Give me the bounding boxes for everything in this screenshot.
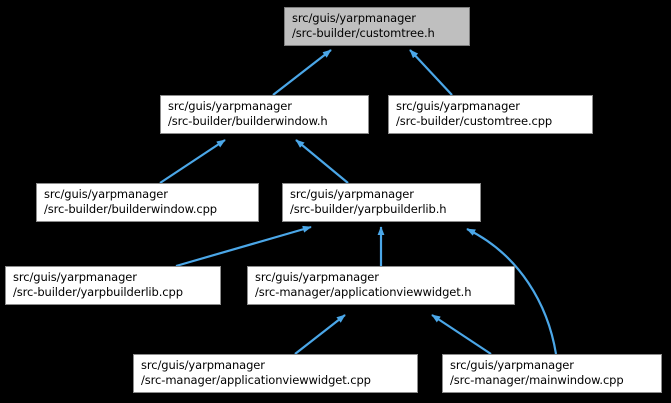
node-builderwindow-cpp[interactable]: src/guis/yarpmanager /src-builder/builde… <box>36 183 259 222</box>
node-mainwindow-cpp[interactable]: src/guis/yarpmanager /src-manager/mainwi… <box>442 354 662 393</box>
edge-yarpbuilderlib-h-to-builderwindow-h <box>295 139 349 184</box>
edge-mainwindow-cpp-to-yarpbuilderlib-h <box>466 228 558 355</box>
edge-mainwindow-cpp-to-applicationviewwidget-h <box>431 314 492 355</box>
edge-builderwindow-cpp-to-builderwindow-h <box>159 139 226 184</box>
node-label-line1: src/guis/yarpmanager <box>450 358 574 372</box>
node-label-line2: /src-manager/applicationviewwidget.h <box>255 285 472 299</box>
node-label-line1: src/guis/yarpmanager <box>44 187 168 201</box>
node-label-line2: /src-builder/yarpbuilderlib.h <box>290 202 447 216</box>
node-label-line1: src/guis/yarpmanager <box>292 11 416 25</box>
node-label-line1: src/guis/yarpmanager <box>141 358 265 372</box>
node-label-line1: src/guis/yarpmanager <box>255 270 379 284</box>
node-customtree-h[interactable]: src/guis/yarpmanager /src-builder/custom… <box>284 7 470 46</box>
node-applicationviewwidget-h[interactable]: src/guis/yarpmanager /src-manager/applic… <box>247 266 515 305</box>
node-yarpbuilderlib-cpp[interactable]: src/guis/yarpmanager /src-builder/yarpbu… <box>5 266 221 305</box>
node-label-line1: src/guis/yarpmanager <box>13 270 137 284</box>
node-label-line1: src/guis/yarpmanager <box>168 99 292 113</box>
node-applicationviewwidget-cpp[interactable]: src/guis/yarpmanager /src-manager/applic… <box>133 354 418 393</box>
node-label-line2: /src-manager/mainwindow.cpp <box>450 373 624 387</box>
node-label-line2: /src-builder/builderwindow.cpp <box>44 202 218 216</box>
edge-builderwindow-h-to-customtree-h <box>272 49 332 96</box>
edge-yarpbuilderlib-cpp-to-yarpbuilderlib-h <box>175 225 312 268</box>
node-label-line2: /src-builder/customtree.h <box>292 26 435 40</box>
node-customtree-cpp[interactable]: src/guis/yarpmanager /src-builder/custom… <box>388 95 593 134</box>
node-label-line2: /src-builder/customtree.cpp <box>396 114 553 128</box>
node-yarpbuilderlib-h[interactable]: src/guis/yarpmanager /src-builder/yarpbu… <box>282 183 481 222</box>
node-label-line1: src/guis/yarpmanager <box>290 187 414 201</box>
node-label-line2: /src-builder/builderwindow.h <box>168 114 328 128</box>
node-label-line2: /src-manager/applicationviewwidget.cpp <box>141 373 371 387</box>
edge-applicationviewwidget-cpp-to-applicationviewwidget-h <box>294 314 346 355</box>
node-builderwindow-h[interactable]: src/guis/yarpmanager /src-builder/builde… <box>160 95 369 134</box>
node-label-line1: src/guis/yarpmanager <box>396 99 520 113</box>
edge-customtree-cpp-to-customtree-h <box>409 49 453 96</box>
node-label-line2: /src-builder/yarpbuilderlib.cpp <box>13 285 183 299</box>
